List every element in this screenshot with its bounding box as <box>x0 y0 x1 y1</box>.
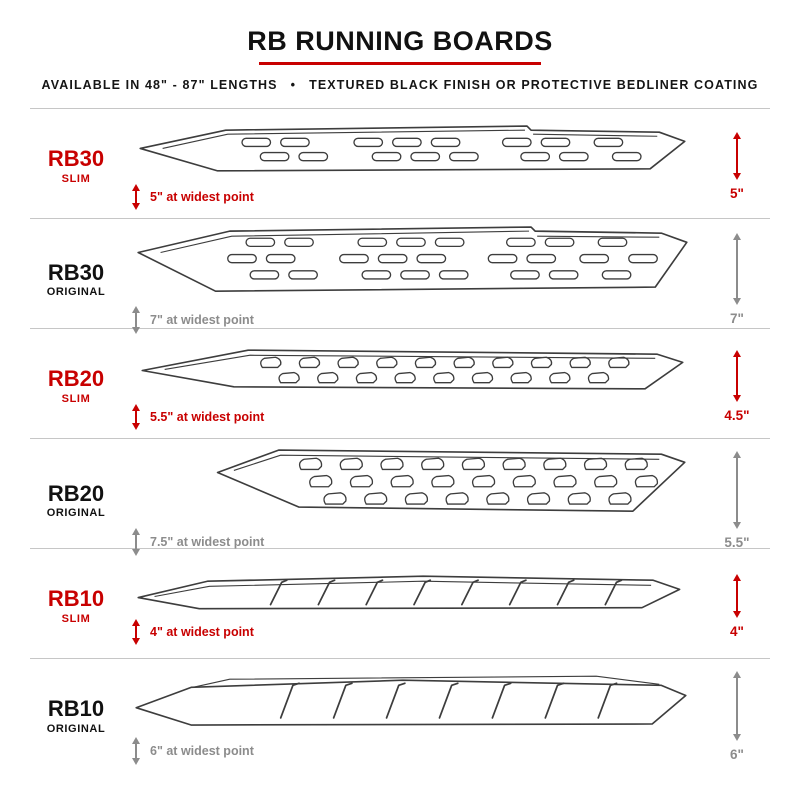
title-underline <box>259 62 541 65</box>
height-arrow-icon <box>731 450 743 529</box>
width-label: 6" at widest point <box>150 744 254 759</box>
height-label: 7" <box>730 310 744 326</box>
width-arrow-icon <box>130 404 142 431</box>
subtitle-finish: TEXTURED BLACK FINISH OR PROTECTIVE BEDL… <box>309 78 759 92</box>
model-name: RB30 <box>47 259 105 285</box>
height-note: 4" <box>704 554 770 658</box>
model-name: RB20 <box>47 366 105 392</box>
variant-name: SLIM <box>61 172 91 185</box>
height-note: 7" <box>704 224 770 334</box>
height-arrow-icon <box>731 349 743 402</box>
drawing-area: 5" at widest point <box>122 114 704 218</box>
width-arrow-icon <box>130 528 142 557</box>
board-rows: RB30 SLIM <box>30 108 770 768</box>
model-name: RB10 <box>47 586 105 612</box>
drawing-area: 7" at widest point <box>122 224 704 335</box>
height-label: 4" <box>730 623 744 639</box>
row-rb20-slim: RB20 SLIM 5.5" at widest point <box>30 328 770 438</box>
row-rb30-original: RB30 ORIGINAL <box>30 218 770 335</box>
drawing-area: 6" at widest point <box>122 664 704 768</box>
subtitle-bullet: • <box>290 78 297 92</box>
height-note: 4.5" <box>704 334 770 438</box>
model-label: RB30 ORIGINAL <box>30 224 122 334</box>
row-rb10-original: RB10 ORIGINAL 6" at widest point <box>30 658 770 768</box>
width-label: 7.5" at widest point <box>150 535 265 550</box>
subtitle: AVAILABLE IN 48" - 87" LENGTHS • TEXTURED … <box>0 78 800 92</box>
rb10-original-board-drawing <box>135 675 687 726</box>
width-note: 6" at widest point <box>128 737 698 766</box>
drawing-area: 4" at widest point <box>122 554 704 658</box>
height-arrow-icon <box>731 232 743 305</box>
drawing-area: 7.5" at widest point <box>122 444 704 557</box>
width-note: 7" at widest point <box>128 306 698 335</box>
row-rb30-slim: RB30 SLIM <box>30 108 770 218</box>
height-note: 6" <box>704 664 770 768</box>
width-arrow-icon <box>130 184 142 211</box>
height-label: 4.5" <box>724 407 750 423</box>
rb30-slim-board-drawing <box>139 125 686 172</box>
rb10-slim-board-drawing <box>137 575 681 610</box>
row-rb10-slim: RB10 SLIM 4" at widest point <box>30 548 770 658</box>
width-label: 4" at widest point <box>150 624 254 639</box>
width-note: 5" at widest point <box>128 184 698 211</box>
row-rb20-original: RB20 ORIGINAL 7.5" at widest point <box>30 438 770 557</box>
variant-name: ORIGINAL <box>46 722 106 735</box>
width-arrow-icon <box>130 306 142 335</box>
variant-name: SLIM <box>61 392 91 405</box>
model-label: RB20 ORIGINAL <box>30 444 122 556</box>
variant-name: ORIGINAL <box>46 285 106 298</box>
header: RB RUNNING BOARDS AVAILABLE IN 48" - 87"… <box>0 0 800 92</box>
height-label: 6" <box>730 746 744 762</box>
height-note: 5.5" <box>704 444 770 556</box>
width-note: 4" at widest point <box>128 618 698 645</box>
model-label: RB10 SLIM <box>30 554 122 658</box>
variant-name: ORIGINAL <box>46 506 106 519</box>
width-arrow-icon <box>130 737 142 766</box>
model-label: RB30 SLIM <box>30 114 122 218</box>
subtitle-lengths: AVAILABLE IN 48" - 87" LENGTHS <box>41 78 278 92</box>
width-note: 7.5" at widest point <box>128 528 698 557</box>
page-title: RB RUNNING BOARDS <box>247 26 553 56</box>
model-name: RB30 <box>47 146 105 172</box>
height-note: 5" <box>704 114 770 218</box>
rb30-original-board-drawing <box>137 226 688 292</box>
model-name: RB10 <box>47 696 105 722</box>
width-label: 7" at widest point <box>150 313 254 328</box>
variant-name: SLIM <box>61 612 91 625</box>
width-label: 5" at widest point <box>150 190 254 205</box>
height-arrow-icon <box>731 573 743 618</box>
rb20-slim-board-drawing <box>141 349 684 390</box>
rb20-original-board-drawing <box>216 449 686 512</box>
model-label: RB20 SLIM <box>30 334 122 438</box>
drawing-area: 5.5" at widest point <box>122 334 704 438</box>
height-label: 5" <box>730 185 744 201</box>
model-name: RB20 <box>47 480 105 506</box>
width-label: 5.5" at widest point <box>150 410 265 425</box>
width-arrow-icon <box>130 618 142 645</box>
model-label: RB10 ORIGINAL <box>30 664 122 768</box>
height-arrow-icon <box>731 131 743 180</box>
height-arrow-icon <box>731 670 743 741</box>
width-note: 5.5" at widest point <box>128 404 698 431</box>
height-label: 5.5" <box>724 534 750 550</box>
